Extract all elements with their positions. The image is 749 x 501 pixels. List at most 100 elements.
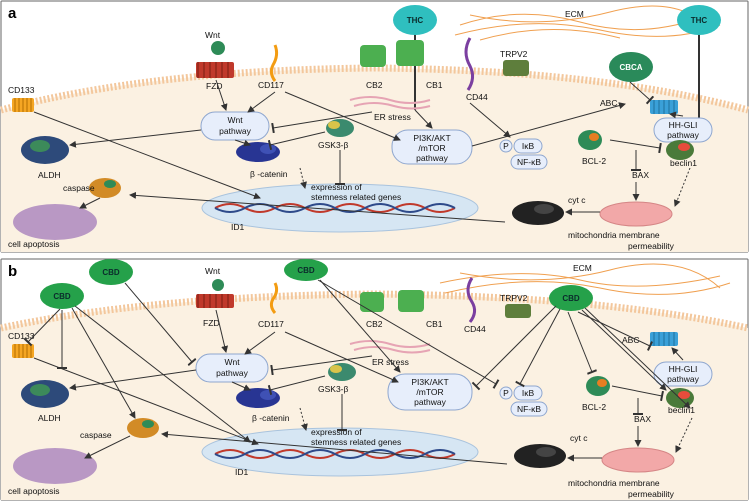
- ecm-fibers: [439, 263, 731, 295]
- abc-label: ABC: [622, 335, 639, 345]
- cb2-receptor: [360, 45, 386, 67]
- panel-b: b ECM CBD CBD CBD CBD Wnt FZD CD117 CB2 …: [0, 258, 749, 501]
- svg-text:CBD: CBD: [53, 292, 71, 301]
- phospho-badge: [499, 386, 513, 400]
- ikb-label: IκB: [522, 141, 535, 151]
- svg-text:THC: THC: [691, 16, 708, 25]
- gsk3b-protein: [328, 363, 356, 381]
- panel-a-arrows: [33, 79, 691, 223]
- wnt-pathway-label-2: pathway: [219, 126, 251, 136]
- svg-text:CBCA: CBCA: [619, 63, 642, 72]
- cytoplasm: [1, 294, 748, 500]
- mito-label-1: mitochondria membrane: [568, 478, 660, 488]
- cd44-label: CD44: [464, 324, 486, 334]
- wnt-label: Wnt: [205, 266, 221, 276]
- cb2-label: CB2: [366, 80, 383, 90]
- cyt-c-label: cyt c: [568, 195, 586, 205]
- cyt-c-protein: [514, 444, 566, 468]
- svg-text:CBD: CBD: [102, 268, 120, 277]
- mito-label-1: mitochondria membrane: [568, 230, 660, 240]
- cd117-receptor: [269, 282, 279, 314]
- cell-apoptosis-label: cell apoptosis: [8, 486, 60, 496]
- abc-transporter: [650, 100, 678, 114]
- phospho-label: P: [503, 388, 509, 398]
- caspase-label: caspase: [80, 430, 112, 440]
- apoptotic-cell: [13, 204, 97, 240]
- cd133-label: CD133: [8, 85, 35, 95]
- caspase-protein: [127, 418, 159, 438]
- cell-membrane: [0, 64, 749, 114]
- id1-label: ID1: [235, 467, 249, 477]
- mito-label-2: permeability: [628, 489, 675, 499]
- panel-label: a: [8, 5, 17, 22]
- pi3k-pathway: [391, 129, 473, 165]
- cd133-receptor: [12, 344, 34, 358]
- id1-label: ID1: [231, 222, 245, 232]
- hh-gli-label-1: HH-GLI: [669, 364, 698, 374]
- pi3k-label-3: pathway: [414, 397, 446, 407]
- hh-gli-label-2: pathway: [667, 130, 699, 140]
- pi3k-label-1: PI3K/AKT: [411, 377, 448, 387]
- beclin1-label: beclin1: [668, 405, 695, 415]
- cytoplasm: [1, 68, 748, 252]
- cb1-label: CB1: [426, 80, 443, 90]
- hh-gli-label-1: HH-GLI: [669, 120, 698, 130]
- gsk3b-protein: [326, 119, 354, 137]
- cb1-receptor: [398, 290, 424, 312]
- beclin1-label: beclin1: [670, 158, 697, 168]
- cd133-receptor: [12, 98, 34, 112]
- panel-a-diagram: a ECM THC THC CBCA Wnt FZD CD117 CB2 CB1…: [0, 0, 749, 253]
- pi3k-pathway: [387, 373, 473, 411]
- apoptotic-cell: [13, 448, 97, 484]
- mitochondria: [599, 201, 673, 227]
- aldh-protein: [21, 136, 69, 164]
- mito-label-2: permeability: [628, 241, 675, 251]
- panel-a: a ECM THC THC CBCA Wnt FZD CD117 CB2 CB1…: [0, 0, 749, 253]
- expression-label-2: stemness related genes: [311, 192, 401, 202]
- cd44-receptor: [466, 277, 477, 323]
- pi3k-label-1: PI3K/AKT: [413, 133, 450, 143]
- beta-catenin-protein: [236, 142, 280, 162]
- aldh-protein: [21, 380, 69, 408]
- gsk3b-label: GSK3-β: [318, 140, 349, 150]
- ikb-node: [513, 138, 543, 154]
- cb1-receptor: [396, 40, 424, 66]
- cbd-bubble-4: CBD: [549, 285, 593, 311]
- wnt-pathway-label-1: Wnt: [224, 357, 240, 367]
- svg-text:THC: THC: [407, 16, 424, 25]
- ecm-label: ECM: [565, 9, 584, 19]
- expression-label-2: stemness related genes: [311, 437, 401, 447]
- pi3k-label-3: pathway: [416, 153, 448, 163]
- abc-transporter: [650, 332, 678, 346]
- trpv2-channel: [505, 304, 531, 318]
- ikb-label: IκB: [522, 388, 535, 398]
- ecm-label: ECM: [573, 263, 592, 273]
- wnt-pathway-label-2: pathway: [216, 368, 248, 378]
- beclin1-protein: [666, 140, 694, 160]
- phospho-label: P: [503, 141, 509, 151]
- cd44-label: CD44: [466, 92, 488, 102]
- er-membrane: [349, 96, 431, 110]
- trpv2-label: TRPV2: [500, 49, 528, 59]
- cd117-label: CD117: [258, 80, 284, 90]
- bax-label: BAX: [632, 170, 649, 180]
- cb2-receptor: [360, 292, 384, 312]
- nfkb-node: [510, 401, 548, 417]
- pi3k-label-2: /mTOR: [418, 143, 445, 153]
- cell-apoptosis-label: cell apoptosis: [8, 239, 60, 249]
- fzd-receptor: [196, 41, 234, 78]
- bcl2-label: BCL-2: [582, 156, 606, 166]
- cbd-bubble-1: CBD: [89, 259, 133, 285]
- cd117-receptor: [269, 44, 279, 82]
- mitochondria: [601, 447, 675, 473]
- er-membrane: [349, 340, 431, 354]
- panel-label: b: [8, 263, 17, 280]
- cbca-bubble: CBCA: [609, 52, 653, 82]
- cb2-label: CB2: [366, 319, 383, 329]
- aldh-label: ALDH: [38, 413, 61, 423]
- bcl2-protein: [578, 130, 602, 150]
- expression-label-1: expression of: [311, 427, 362, 437]
- beta-catenin-protein: [236, 388, 280, 408]
- panel-b-arrows: [23, 279, 693, 465]
- trpv2-channel: [503, 60, 529, 76]
